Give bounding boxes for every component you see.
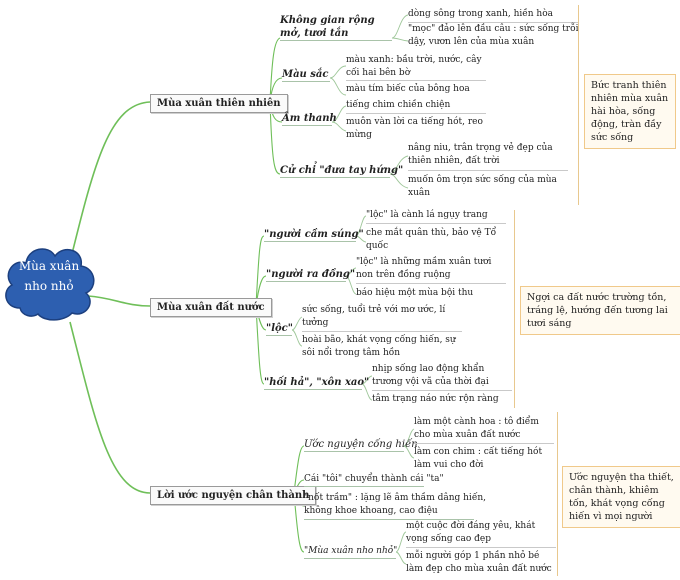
separator (414, 443, 554, 444)
leaf-bao-hieu: báo hiệu một mùa bội thu (356, 288, 474, 298)
leaf-tieng-chim: tiếng chim chiền chiện (346, 100, 451, 110)
leaf-nang-niu: nâng niu, trân trọng vẻ đẹp của thiên nh… (408, 143, 553, 166)
separator (356, 283, 506, 284)
leaf-moi-nguoi: mỗi người góp 1 phần nhỏ bé làm đẹp cho … (406, 551, 552, 574)
note-bar (514, 210, 515, 408)
category-hoi-ha: "hối hả", "xôn xao" (264, 377, 370, 388)
category-cai-toi: Cái "tôi" chuyển thành cái "ta" (304, 474, 444, 484)
leaf-muon-om: muốn ôm trọn sức sống của mùa xuân (408, 175, 557, 198)
category-mau-sac: Màu sắc (282, 69, 329, 80)
link-center-b1 (69, 101, 151, 263)
separator (406, 547, 556, 548)
underline (280, 177, 390, 178)
separator (302, 331, 462, 332)
underline (304, 451, 404, 452)
link-center-b3 (69, 321, 151, 494)
center-line-2: nho nhỏ (24, 279, 74, 293)
leaf-cuoc-doi: một cuộc đời đáng yêu, khát vọng sống ca… (406, 521, 536, 544)
leaf-con-chim: làm con chim : cất tiếng hót làm vui cho… (414, 447, 543, 470)
separator (372, 390, 512, 391)
category-khong-gian-label: Không gian rộng mở, tươi tắn (280, 15, 375, 39)
separator (346, 80, 486, 81)
underline (304, 558, 396, 559)
separator (366, 223, 506, 224)
category-not-tram: "nốt trầm" : lặng lẽ âm thầm dâng hiến, … (304, 493, 487, 516)
center-topic: Mùa xuân nho nhỏ (4, 256, 94, 296)
leaf-hoai-bao: hoài bão, khát vọng cống hiến, sự sôi nổ… (302, 335, 456, 358)
separator (346, 113, 486, 114)
note-bar (557, 412, 558, 576)
leaf-canh-hoa: làm một cành hoa : tô điểm cho mùa xuân … (414, 417, 539, 440)
separator (408, 170, 568, 171)
underline (282, 81, 330, 82)
leaf-suc-song: sức sống, tuổi trẻ với mơ ước, lí tưởng (302, 305, 446, 328)
category-khong-gian: Không gian rộng mở, tươi tắn (280, 14, 392, 40)
leaf-loc-canh-la: "lộc" là cành lá ngụy trang (366, 210, 488, 220)
separator (408, 22, 578, 23)
note-bar (578, 5, 579, 205)
leaf-mam-xuan: "lộc" là những mầm xuân tươi non trên đồ… (356, 257, 492, 280)
leaf-mau-xanh: màu xanh: bầu trời, nước, cây cối hai bê… (346, 55, 482, 78)
leaf-nhip-song: nhịp sống lao động khẩn trương vội vã củ… (372, 364, 489, 387)
branch-mua-xuan-dat-nuoc[interactable]: Mùa xuân đất nước (150, 298, 272, 317)
leaf-dong-song: dòng sông trong xanh, hiền hòa (408, 9, 554, 19)
link-center-b2 (87, 295, 151, 307)
category-nguoi-ra-dong: "người ra đồng" (266, 269, 356, 280)
note-uoc-nguyen: Ước nguyện tha thiết, chân thành, khiêm … (562, 466, 680, 528)
category-am-thanh: Âm thanh (282, 113, 337, 124)
category-nguoi-cam-sung: "người cầm súng" (264, 229, 364, 240)
category-mua-xuan-nho-nho: "Mùa xuân nho nhỏ" (304, 546, 398, 556)
leaf-che-mat: che mắt quân thù, bảo vệ Tổ quốc (366, 228, 497, 251)
underline (264, 241, 356, 242)
branch-loi-uoc-nguyen[interactable]: Lời ước nguyện chân thành (150, 486, 317, 505)
underline (266, 335, 292, 336)
underline (304, 519, 474, 520)
leaf-tam-trang: tâm trạng náo nức rộn ràng (372, 394, 499, 404)
underline (264, 389, 362, 390)
category-uoc-nguyen: Ước nguyện cống hiến (304, 439, 418, 450)
underline (266, 281, 346, 282)
category-loc: "lộc" (266, 323, 293, 334)
underline (282, 125, 332, 126)
leaf-mau-tim: màu tím biếc của bông hoa (346, 84, 470, 94)
category-cu-chi: Cử chỉ "đưa tay hứng" (280, 165, 404, 176)
center-line-1: Mùa xuân (18, 259, 80, 273)
leaf-moc: "mọc" đảo lên đầu câu : sức sống trỗi dậ… (408, 24, 579, 47)
note-dat-nuoc: Ngợi ca đất nước trường tồn, tráng lệ, h… (520, 286, 680, 335)
note-thien-nhien: Bức tranh thiên nhiên mùa xuân hài hòa, … (584, 74, 676, 149)
underline (304, 486, 424, 487)
leaf-muon-van: muôn vàn lời ca tiếng hót, reo mừng (346, 117, 483, 140)
underline (280, 40, 392, 41)
branch-mua-xuan-thien-nhien[interactable]: Mùa xuân thiên nhiên (150, 94, 288, 113)
cloud-shape (5, 248, 95, 321)
